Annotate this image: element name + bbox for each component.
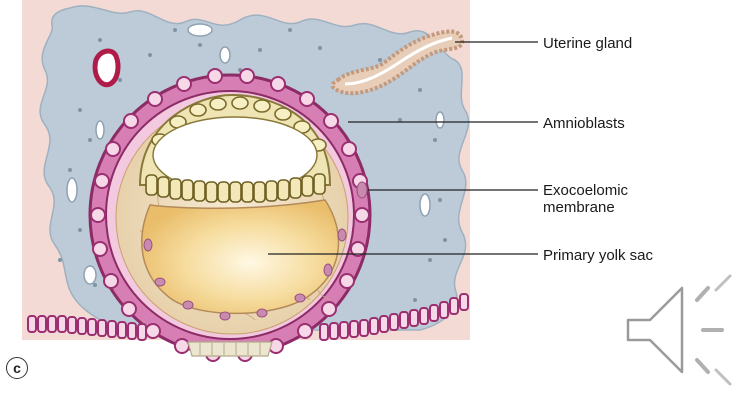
- primary-yolk-sac: [142, 200, 339, 313]
- label-uterine-gland: Uterine gland: [543, 35, 632, 52]
- label-exocoelomic-membrane: Exocoelomic membrane: [543, 182, 663, 216]
- label-exocoelomic-line2: membrane: [543, 199, 663, 216]
- speaker-volume-icon[interactable]: [628, 276, 730, 384]
- label-primary-yolk-sac: Primary yolk sac: [543, 247, 653, 264]
- fibrin-plug: [188, 342, 272, 356]
- panel-letter: c: [6, 357, 28, 379]
- maternal-blood-vessel: [95, 51, 118, 85]
- label-amnioblasts: Amnioblasts: [543, 115, 625, 132]
- label-exocoelomic-line1: Exocoelomic: [543, 182, 663, 199]
